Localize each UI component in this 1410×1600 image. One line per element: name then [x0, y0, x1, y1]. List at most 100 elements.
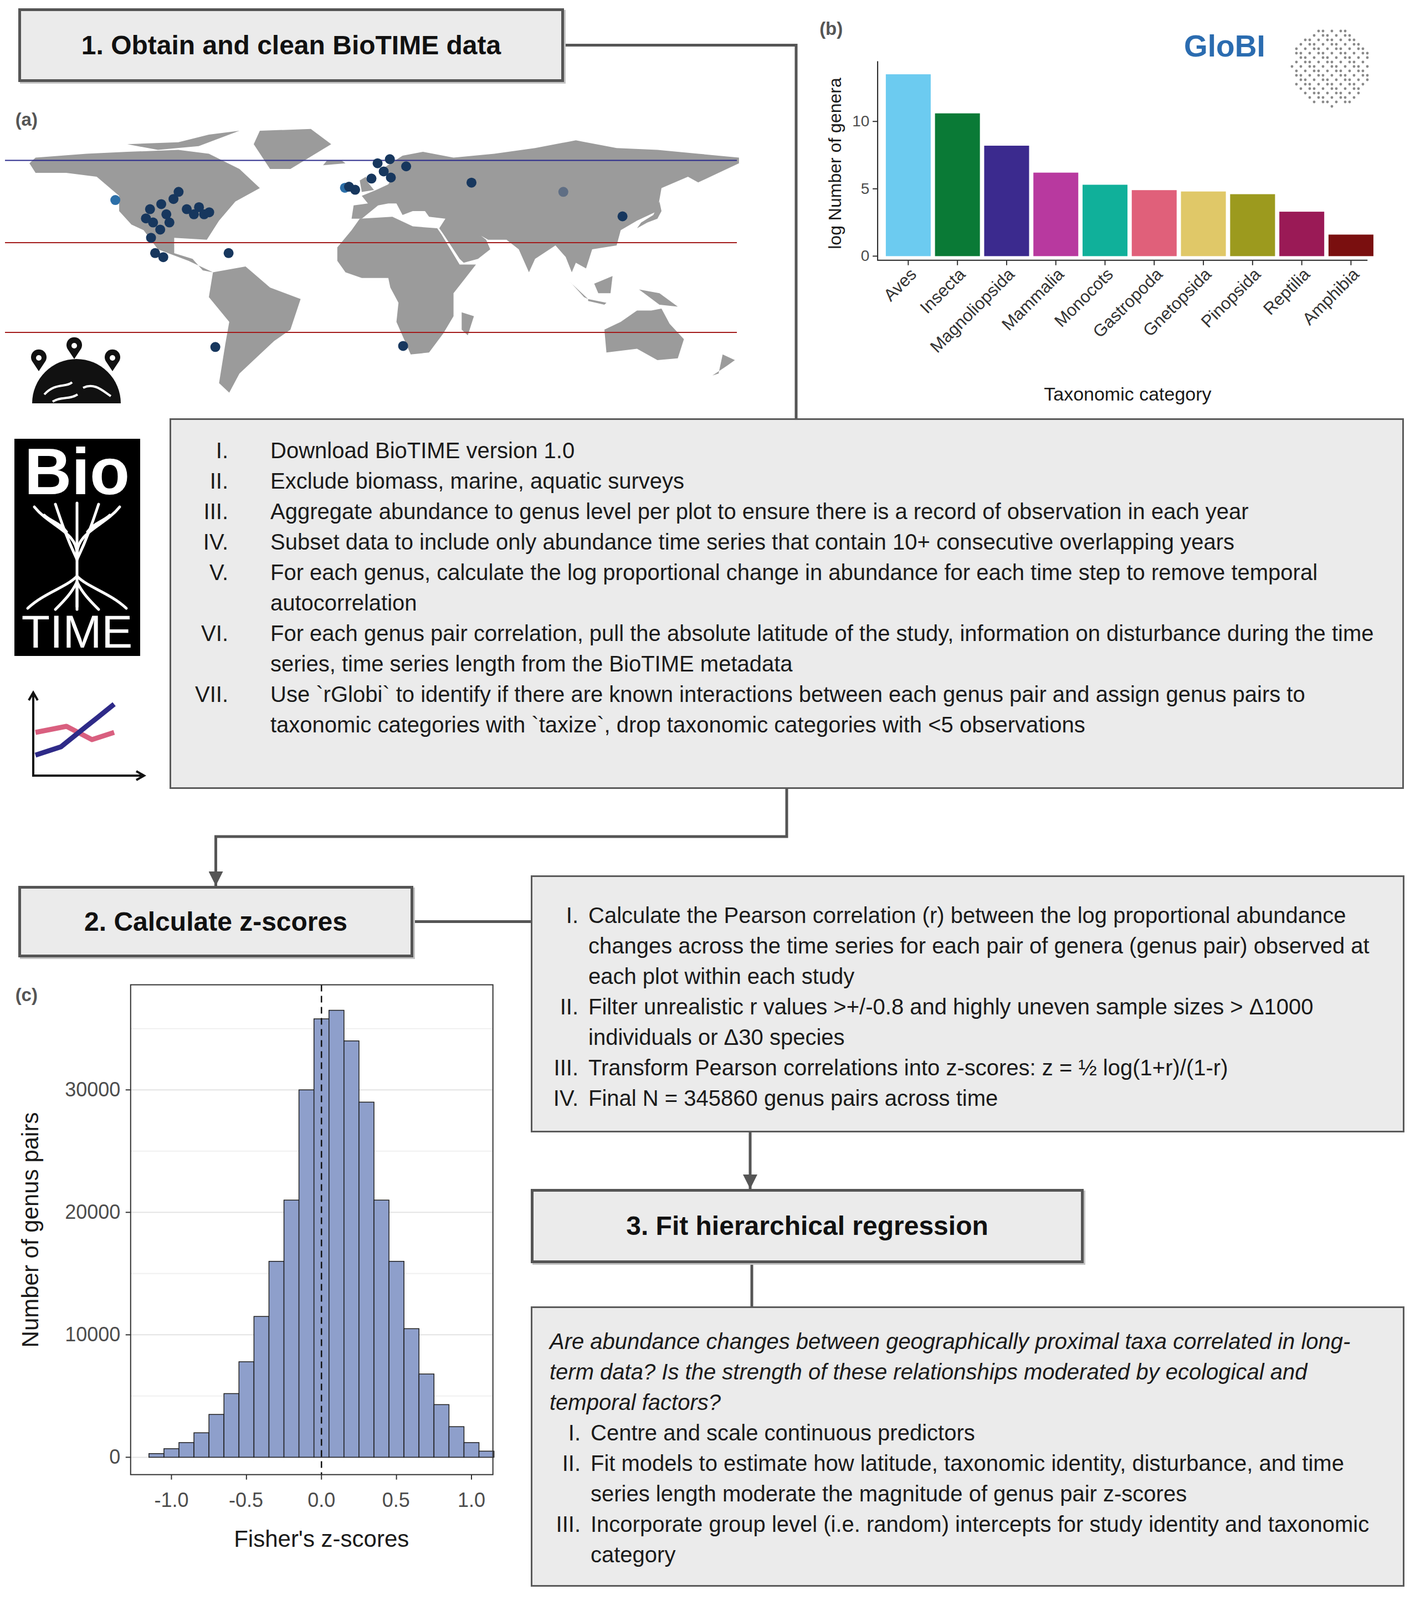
globe-dot [1326, 91, 1330, 95]
globe-dot [1339, 52, 1343, 55]
globe-dot [1344, 52, 1347, 55]
globe-dot [1344, 29, 1347, 33]
step-text: Subset data to include only abundance ti… [270, 526, 1390, 558]
logo-tree [77, 581, 99, 610]
globe-dot [1313, 100, 1316, 104]
globe-dot [1361, 74, 1365, 78]
globe-dot [1344, 56, 1347, 60]
globe-dot [1357, 43, 1361, 46]
globe-dot [1321, 96, 1325, 100]
study-site [223, 248, 234, 259]
land-mass [587, 299, 607, 305]
globe-dot [1317, 69, 1321, 73]
tick-mark [1055, 260, 1057, 266]
globe-dot [1335, 87, 1338, 91]
globe-dot [1295, 83, 1299, 86]
step-numeral: IV. [543, 1083, 579, 1114]
histogram-bar [299, 1089, 315, 1458]
timeseries-icon [28, 692, 145, 781]
histogram-bar [448, 1426, 464, 1458]
globe-dot [1317, 29, 1321, 33]
globe-dot [1366, 56, 1370, 60]
globe-dot [1308, 83, 1312, 86]
axis-title: Fisher's z-scores [233, 1525, 409, 1553]
globe-dot [1344, 43, 1347, 46]
study-site [378, 166, 389, 177]
globe-dot [1335, 56, 1338, 60]
globe-dot [1335, 34, 1338, 38]
globe-dot [1308, 60, 1312, 64]
tick-mark [1350, 260, 1352, 266]
study-site [156, 198, 167, 209]
histogram-bar [344, 1041, 360, 1458]
globe-dot [1352, 60, 1356, 64]
step-text: Transform Pearson correlations into z-sc… [588, 1052, 1387, 1084]
globe-dot [1313, 34, 1316, 38]
axis-line [877, 61, 1368, 261]
tick-mark [396, 1474, 398, 1480]
globe-dot [1295, 47, 1299, 51]
map-pin-hole [71, 342, 78, 349]
globe-dot [1348, 100, 1352, 104]
globe-dot [1308, 74, 1312, 78]
globe-dot [1313, 91, 1316, 95]
study-site [617, 211, 628, 222]
step-numeral: III. [182, 496, 229, 527]
globe-dot [1308, 96, 1312, 100]
globe-dot [1348, 60, 1352, 64]
globe-dot [1339, 91, 1343, 95]
globe-dot [1330, 87, 1334, 91]
globe-dot [1339, 69, 1343, 73]
map-pin-hole [109, 355, 116, 361]
globe-dot [1330, 52, 1334, 55]
step-numeral: VII. [182, 679, 229, 741]
globe-dot [1308, 43, 1312, 46]
step-numeral: II. [182, 465, 229, 497]
bar-chart [872, 61, 1374, 266]
globe-dot [1352, 52, 1356, 55]
histogram-bar [238, 1361, 254, 1458]
tick-mark [956, 260, 958, 266]
icon-arrow [28, 692, 145, 781]
globe-dot [1357, 78, 1361, 82]
globe-dot [1339, 74, 1343, 78]
bar [1328, 234, 1374, 256]
step-text: Final N = 345860 genus pairs across time [588, 1083, 1387, 1114]
tick-label: 10 [852, 112, 870, 131]
land-mass [208, 266, 301, 393]
globe-dot [1313, 43, 1316, 46]
globe-dot [1352, 38, 1356, 42]
step-numeral: II. [543, 991, 579, 1053]
study-site [204, 207, 215, 218]
globe-dot [1357, 91, 1361, 95]
histogram-bar [163, 1448, 179, 1458]
globe-dot [1326, 60, 1330, 64]
globe-dot [1326, 56, 1330, 60]
globe-dot [1290, 65, 1294, 69]
globe-dot [1317, 91, 1321, 95]
globe-dot [1348, 69, 1352, 73]
globe-dot [1344, 78, 1347, 82]
step-numeral: IV. [182, 526, 229, 558]
step-title-box: 1. Obtain and clean BioTIME data [18, 8, 564, 82]
globe-dot [1321, 52, 1325, 55]
histogram-bar [253, 1316, 269, 1458]
histogram-bar [193, 1432, 209, 1458]
globe-dot [1352, 87, 1356, 91]
tick-mark [125, 1089, 131, 1091]
histogram [125, 985, 495, 1480]
land-mass [637, 201, 662, 229]
tick-label: 1.0 [457, 1488, 486, 1512]
globe-dot [1357, 65, 1361, 69]
tick-mark [1006, 260, 1008, 266]
land-mass [638, 289, 678, 307]
globe-dot [1339, 83, 1343, 86]
study-site [158, 252, 169, 263]
globe-dot [1348, 83, 1352, 86]
bar [885, 74, 931, 256]
tick-label: -0.5 [228, 1488, 264, 1512]
globe-dot [1335, 43, 1338, 46]
globe-dot [1352, 96, 1356, 100]
tick-label: 5 [860, 180, 870, 198]
grid-line [130, 1028, 494, 1030]
